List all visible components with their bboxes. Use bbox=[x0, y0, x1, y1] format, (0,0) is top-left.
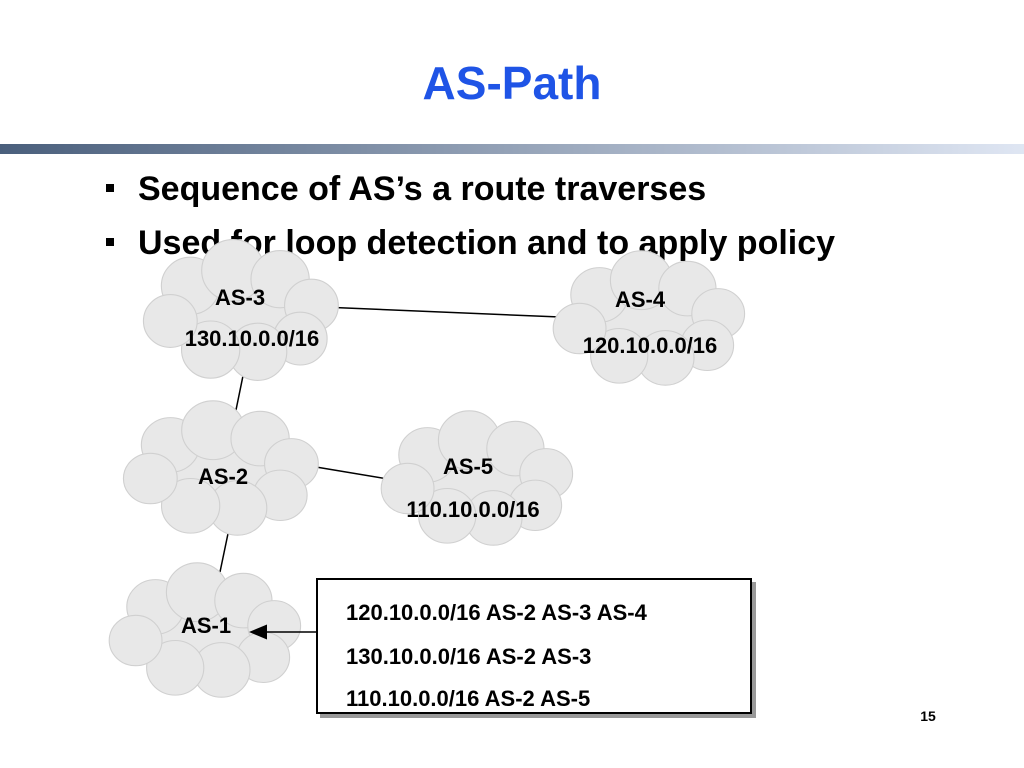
route-entry: 120.10.0.0/16 AS-2 AS-3 AS-4 bbox=[346, 600, 647, 625]
slide-title: AS-Path bbox=[422, 57, 602, 109]
node-as1-name: AS-1 bbox=[181, 613, 231, 638]
node-as4-prefix: 120.10.0.0/16 bbox=[583, 333, 718, 358]
square-bullet-icon bbox=[106, 184, 114, 192]
node-as4-name: AS-4 bbox=[615, 287, 666, 312]
as-path-route-table: 120.10.0.0/16 AS-2 AS-3 AS-4 130.10.0.0/… bbox=[316, 578, 752, 714]
cloud-as3 bbox=[142, 239, 339, 381]
bullet-text: Sequence of AS’s a route traverses bbox=[138, 170, 707, 208]
page-number: 15 bbox=[920, 708, 936, 724]
route-entry: 130.10.0.0/16 AS-2 AS-3 bbox=[346, 644, 592, 669]
link-as2-as5 bbox=[315, 466, 395, 481]
square-bullet-icon bbox=[106, 238, 114, 246]
cloud-as4 bbox=[552, 250, 746, 386]
node-as5-prefix: 110.10.0.0/16 bbox=[406, 497, 539, 522]
node-as2-name: AS-2 bbox=[198, 464, 248, 489]
route-entry: 110.10.0.0/16 AS-2 AS-5 bbox=[346, 686, 591, 711]
node-as5-name: AS-5 bbox=[443, 454, 493, 479]
node-as3-prefix: 130.10.0.0/16 bbox=[185, 326, 320, 351]
bullet-list: Sequence of AS’s a route traverses Used … bbox=[106, 162, 835, 270]
link-as3-as4 bbox=[321, 306, 561, 318]
node-as3-name: AS-3 bbox=[215, 285, 265, 310]
title-divider-bar bbox=[0, 144, 1024, 154]
bullet-item: Sequence of AS’s a route traverses bbox=[106, 162, 835, 216]
